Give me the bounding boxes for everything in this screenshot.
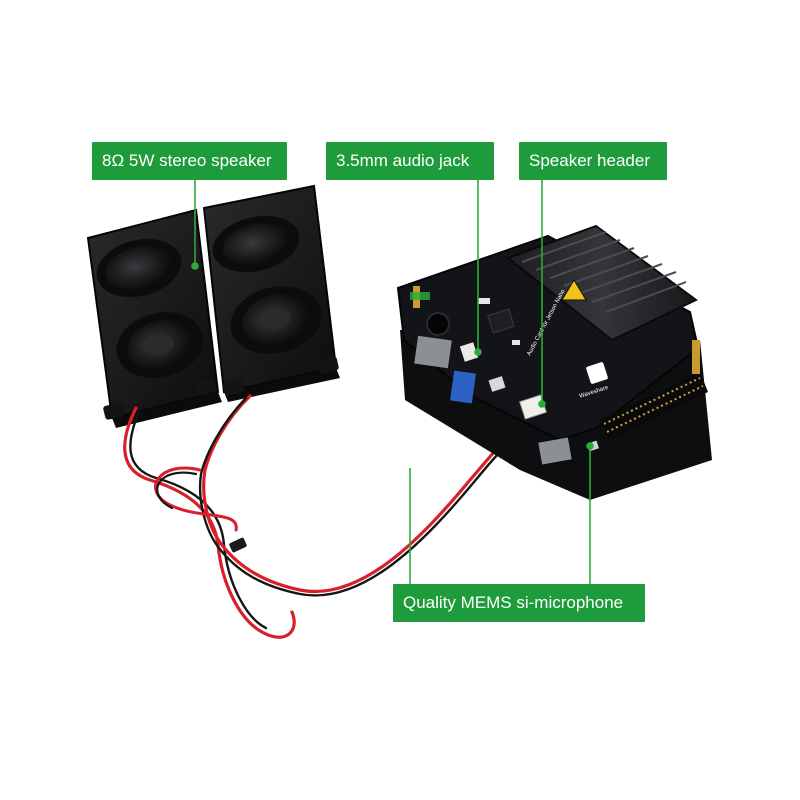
stereo-speaker-pair: [86, 184, 340, 428]
jack-leader-dot: [474, 348, 482, 356]
callout-leader-lines: [191, 180, 594, 584]
waveshare-logo-icon: [586, 362, 608, 384]
header-leader-dot: [538, 400, 546, 408]
mic-leader-dot: [586, 442, 594, 450]
callout-stereo-speaker: 8Ω 5W stereo speaker: [92, 142, 287, 180]
right-speaker: [202, 184, 340, 402]
speaker-leader-dot: [191, 262, 199, 270]
audio-jack-component: [459, 342, 479, 362]
callout-audio-jack: 3.5mm audio jack: [326, 142, 494, 180]
heatsink: [505, 224, 698, 342]
buzzer: [426, 312, 450, 336]
left-speaker: [86, 208, 222, 428]
gpio-header: [600, 372, 708, 440]
callout-mems-microphone: Quality MEMS si-microphone: [393, 584, 645, 622]
callout-speaker-header: Speaker header: [519, 142, 667, 180]
